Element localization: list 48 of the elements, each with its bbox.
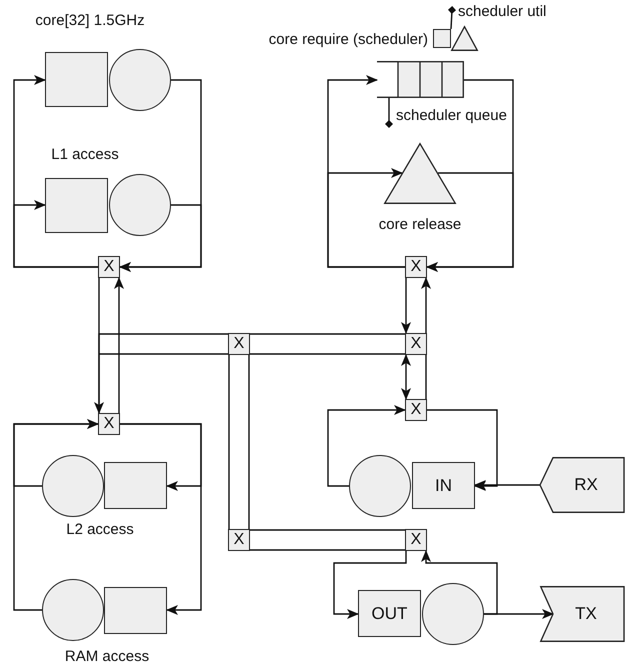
queue-box: IN [412,462,475,509]
arrow [401,354,411,400]
queue-box [45,52,108,107]
switch-box: X [98,413,120,435]
text-label: L1 access [51,146,119,163]
arrow [333,551,407,619]
node-label: TX [575,604,597,624]
text-label: core release [378,216,462,233]
node-label: RX [574,475,598,495]
queue-box [104,587,167,634]
switch-box: X [405,399,427,421]
channel-line [249,333,406,355]
arrow [13,200,98,268]
arrow [114,277,124,413]
node-label: scheduler util [458,1,558,21]
text-label: core require (scheduler) [268,31,428,48]
arrow [421,277,431,399]
arrow [427,409,498,491]
switch-box: X [98,256,120,278]
arrow [401,278,411,334]
queue-box [433,29,451,48]
switch-box: X [228,333,250,355]
text-label: RAM access [64,648,150,665]
text-label: L2 access [66,521,134,538]
arrow [13,419,99,611]
arrow [484,609,554,619]
arrow [120,423,202,615]
channel-line [228,354,250,530]
arrow [94,278,104,414]
arrow [327,168,405,268]
leader-line [385,98,393,128]
switch-box: X [228,529,250,551]
queue-box [104,462,167,509]
switch-box: X [405,529,427,551]
arrow [119,204,202,272]
queue-box [45,178,108,233]
switch-box: X [405,333,427,355]
arrow [421,550,498,615]
arrow [426,172,514,272]
text-label: core[32] 1.5GHz [35,12,145,29]
arrow [474,480,540,490]
queue-box: OUT [358,590,421,637]
switch-box: X [405,256,427,278]
leader-line [448,6,456,30]
arrow [327,405,406,487]
node-label: scheduler queue [396,104,516,126]
channel-line [98,333,229,414]
channel-line [249,529,406,551]
